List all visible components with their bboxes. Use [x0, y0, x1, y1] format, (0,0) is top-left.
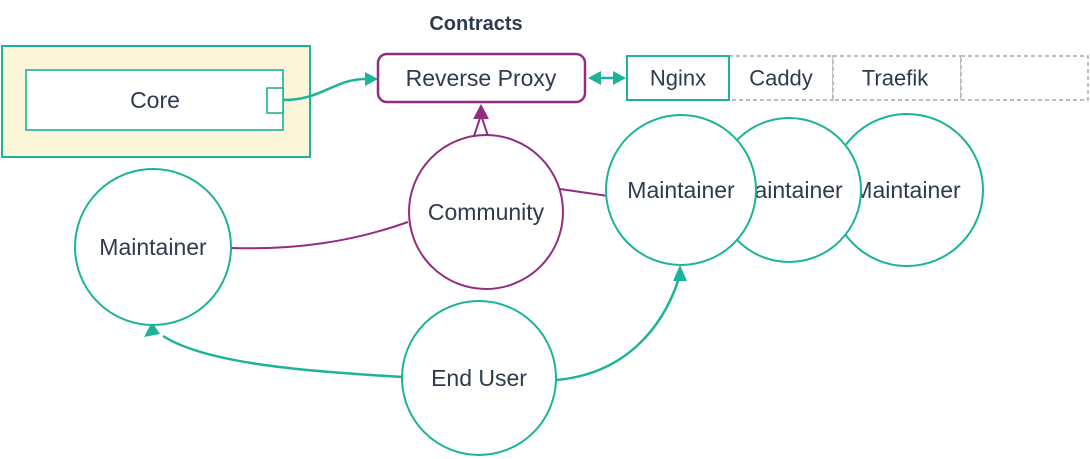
edge-core-to-reverse-proxy [283, 72, 378, 102]
arrowhead-toward-reverse-proxy [588, 71, 601, 85]
arrowhead-into-maintainer-left [144, 322, 160, 337]
end-user-label: End User [431, 365, 527, 391]
proxy-options-table: Nginx Caddy Traefik [626, 55, 1089, 101]
cell-traefik [832, 55, 962, 101]
core-port [266, 87, 284, 114]
arrowhead-toward-nginx [613, 71, 626, 85]
edge-end-user-to-maintainer-right [555, 265, 687, 382]
maintainer-right-label-1: Maintainer [627, 177, 735, 203]
diagram-title: Contracts [429, 13, 522, 35]
arrowhead-into-reverse-proxy-bottom [473, 104, 489, 119]
end-user-node: End User [401, 300, 557, 456]
cell-nginx [626, 55, 730, 101]
arrowhead-into-reverse-proxy-left [365, 72, 378, 86]
cell-empty [960, 55, 1089, 101]
arrowhead-into-maintainer-right [673, 265, 687, 281]
cell-traefik-label: Traefik [862, 66, 929, 91]
core-label: Core [130, 87, 180, 113]
edge-community-to-reverse-proxy [472, 104, 490, 140]
community-node: Community [408, 134, 564, 290]
reverse-proxy-label: Reverse Proxy [406, 65, 557, 91]
edge-end-user-to-maintainer-left [144, 322, 403, 379]
core-container: Core [1, 45, 311, 158]
cell-nginx-label: Nginx [650, 66, 706, 91]
maintainer-right-label-3: Maintainer [853, 177, 961, 203]
maintainer-right-node-1: Maintainer [605, 114, 757, 266]
reverse-proxy-rect [376, 52, 587, 104]
edge-community-to-maintainer-right [559, 188, 609, 197]
edge-maintainer-left-to-community [230, 221, 409, 250]
cell-caddy-label: Caddy [749, 66, 813, 91]
edge-reverse-proxy-to-nginx [588, 71, 626, 85]
reverse-proxy-node: Reverse Proxy [376, 52, 587, 104]
maintainer-left-label: Maintainer [99, 234, 207, 260]
maintainer-left-node: Maintainer [74, 168, 232, 326]
core-node [25, 69, 284, 131]
community-label: Community [428, 199, 545, 225]
